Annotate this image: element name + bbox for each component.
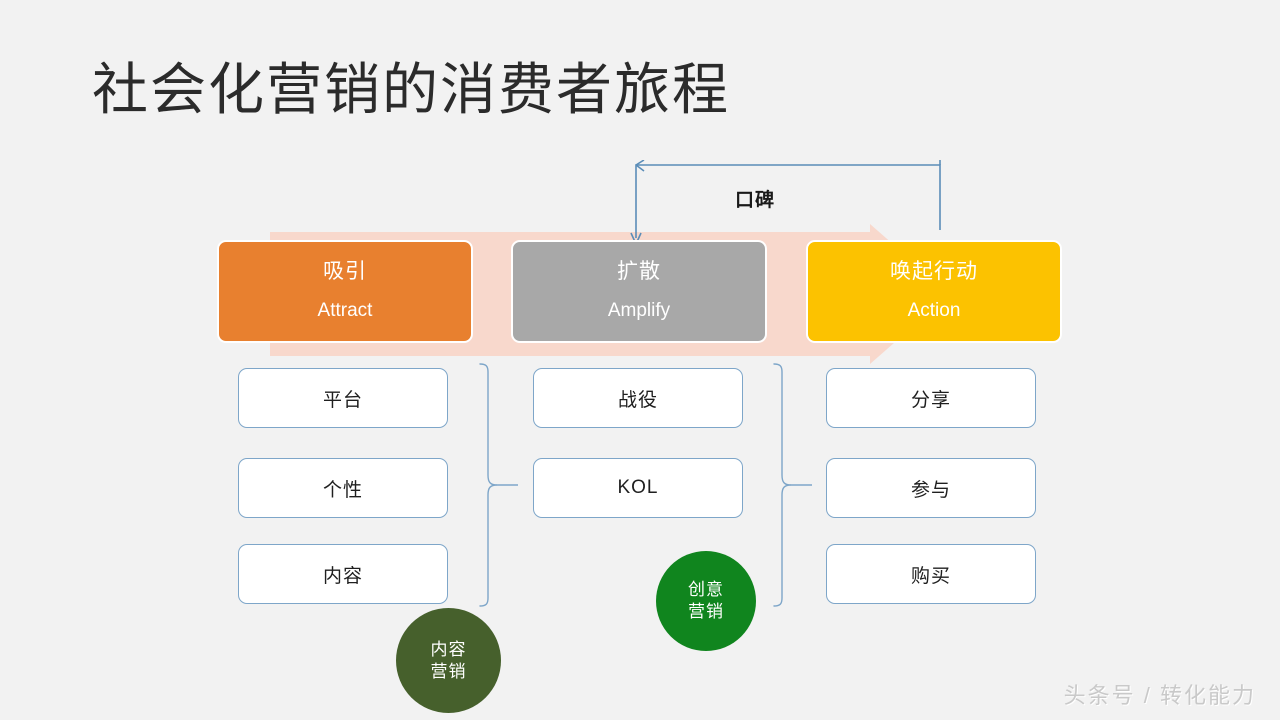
stage-label-cn: 唤起行动: [890, 259, 978, 283]
sub-item-box[interactable]: 参与: [826, 458, 1036, 518]
sub-item-box[interactable]: 个性: [238, 458, 448, 518]
stage-box-action[interactable]: 唤起行动 Action: [806, 240, 1062, 343]
circle-line-1: 创意: [688, 580, 724, 599]
circle-line-2: 营销: [688, 602, 724, 621]
stage-label-cn: 吸引: [323, 259, 367, 283]
word-of-mouth-label: 口碑: [735, 190, 776, 211]
sub-item-box[interactable]: KOL: [533, 458, 743, 518]
page-title: 社会化营销的消费者旅程: [92, 58, 730, 121]
circle-line-2: 营销: [430, 661, 467, 681]
stage-label-cn: 扩散: [617, 259, 661, 283]
circle-line-1: 内容: [430, 639, 467, 659]
watermark: 头条号 / 转化能力: [1063, 683, 1256, 708]
stage-label-en: Attract: [317, 299, 373, 321]
sub-item-box[interactable]: 购买: [826, 544, 1036, 604]
sub-item-box[interactable]: 分享: [826, 368, 1036, 428]
sub-item-box[interactable]: 平台: [238, 368, 448, 428]
circle-content-marketing[interactable]: 内容 营销: [396, 608, 501, 713]
sub-item-box[interactable]: 内容: [238, 544, 448, 604]
stage-label-en: Action: [907, 299, 961, 321]
circle-creative-marketing[interactable]: 创意 营销: [656, 551, 756, 651]
stage-label-en: Amplify: [607, 299, 671, 321]
stage-box-attract[interactable]: 吸引 Attract: [217, 240, 473, 343]
word-of-mouth-loop-arrow: [630, 160, 941, 245]
brace-attract: [479, 363, 518, 607]
sub-item-box[interactable]: 战役: [533, 368, 743, 428]
stage-box-amplify[interactable]: 扩散 Amplify: [511, 240, 767, 343]
brace-amplify: [773, 363, 812, 607]
